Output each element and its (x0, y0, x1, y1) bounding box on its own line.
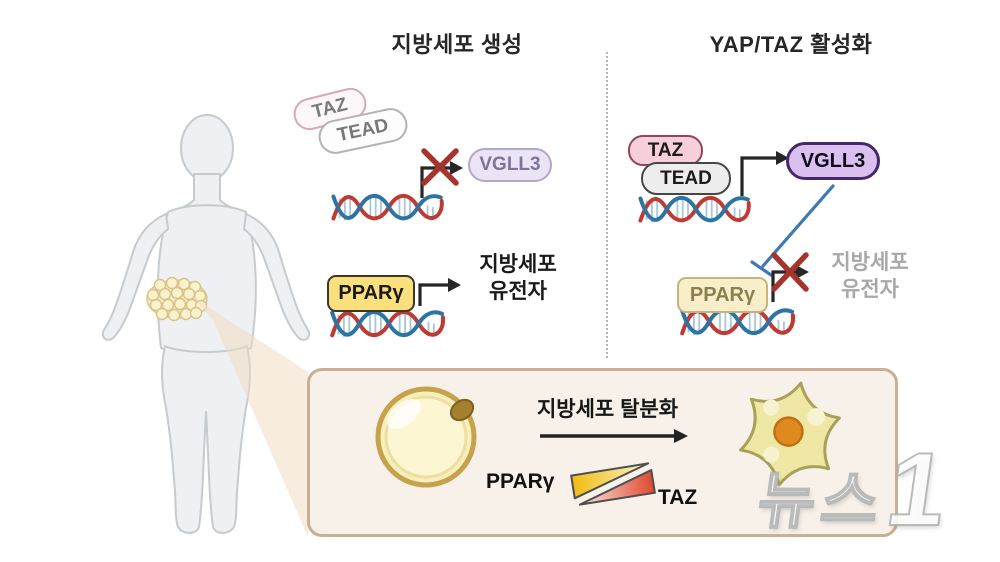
pparg-gradient-label: PPARγ (486, 470, 555, 493)
panel-divider (606, 52, 608, 358)
transcription-arrow-icon-right-blocked (771, 265, 809, 302)
human-body-icon (101, 114, 311, 534)
dna-icon-left-top (333, 195, 441, 221)
watermark-text: 뉴스 (753, 466, 891, 537)
dedifferentiation-label: 지방세포 탈분화 (536, 398, 679, 421)
gene-label-line1: 지방세포 (831, 251, 909, 274)
blocked-transcription-x-icon-right (771, 252, 809, 292)
watermark-numeral: 1 (879, 431, 955, 549)
taz-gradient-label: TAZ (658, 486, 698, 509)
gene-label-line2: 유전자 (489, 280, 547, 303)
right-panel-title: YAP/TAZ 활성화 (709, 32, 873, 57)
pparg-badge-active: PPARγ (327, 275, 415, 312)
adipocyte-gene-label-active: 지방세포 유전자 (458, 251, 578, 305)
vgll3-badge-inactive: VGLL3 (468, 148, 552, 182)
abdominal-fat-icon (146, 276, 208, 322)
zoom-cone (192, 296, 308, 537)
gene-label-line1: 지방세포 (479, 253, 557, 276)
tead-badge-active: TEAD (641, 162, 731, 195)
news1-watermark: 뉴스 1 (753, 431, 956, 549)
transcription-arrow-icon-right-active (740, 151, 789, 196)
pparg-badge-suppressed: PPARγ (677, 277, 768, 313)
blocked-transcription-x-icon-left (421, 148, 459, 186)
dna-icon-left-bottom (332, 311, 443, 337)
left-panel-title: 지방세포 생성 (391, 32, 523, 57)
vgll3-badge-active: VGLL3 (786, 142, 880, 180)
transcription-arrow-icon-left-active (418, 278, 461, 306)
dna-icon-right-top (640, 197, 748, 223)
adipocyte-gene-label-suppressed: 지방세포 유전자 (810, 249, 930, 303)
transcription-arrow-icon-left-blocked (420, 161, 463, 198)
gene-label-line2: 유전자 (841, 278, 899, 301)
